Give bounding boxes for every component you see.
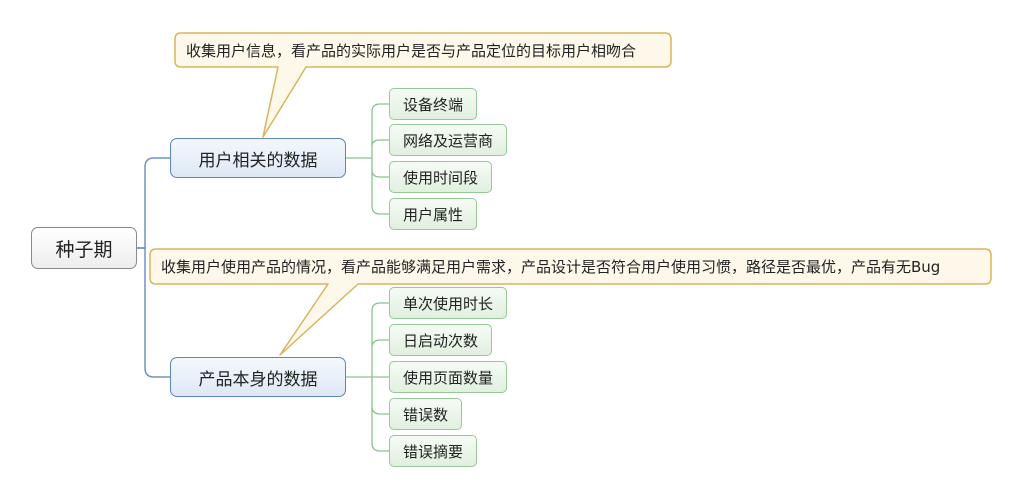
branch-node-product-data[interactable]: 产品本身的数据 (170, 357, 346, 397)
leaf-node-label: 单次使用时长 (403, 294, 494, 313)
leaf-node-label: 设备终端 (403, 95, 464, 114)
connector-root-branch-2 (137, 247, 170, 378)
callout-1-shape (174, 32, 672, 138)
leaf-node-page-count[interactable]: 使用页面数量 (389, 361, 508, 393)
callout-note-1: 收集用户信息，看产品的实际用户是否与产品定位的目标用户相吻合 (175, 32, 647, 68)
branch-node-label: 产品本身的数据 (198, 369, 318, 390)
callout-2-shape (149, 248, 992, 356)
connector-branch-1-leaves (346, 103, 389, 215)
leaf-node-label: 错误摘要 (403, 442, 464, 461)
root-node-label: 种子期 (55, 238, 113, 261)
leaf-node-device[interactable]: 设备终端 (389, 88, 478, 120)
callout-note-2-text: 收集用户使用产品的情况，看产品能够满足用户需求，产品设计是否符合用户使用习惯，路… (161, 257, 941, 276)
leaf-node-usage-time[interactable]: 使用时间段 (389, 161, 493, 193)
leaf-node-label: 用户属性 (403, 205, 464, 224)
leaf-node-label: 网络及运营商 (403, 131, 494, 150)
leaf-node-session-duration[interactable]: 单次使用时长 (389, 287, 508, 319)
leaf-node-user-attributes[interactable]: 用户属性 (389, 198, 478, 230)
leaf-node-error-summary[interactable]: 错误摘要 (389, 435, 478, 467)
callout-note-2: 收集用户使用产品的情况，看产品能够满足用户需求，产品设计是否符合用户使用习惯，路… (150, 248, 951, 284)
connector-branch-2-leaves (346, 302, 389, 452)
branch-node-user-data[interactable]: 用户相关的数据 (170, 138, 346, 178)
leaf-node-label: 错误数 (403, 405, 449, 424)
root-node[interactable]: 种子期 (31, 227, 137, 269)
connector-root-branch-1 (137, 157, 170, 249)
leaf-node-daily-launches[interactable]: 日启动次数 (389, 324, 493, 356)
leaf-node-label: 日启动次数 (403, 331, 479, 350)
leaf-node-label: 使用页面数量 (403, 368, 494, 387)
callout-note-1-text: 收集用户信息，看产品的实际用户是否与产品定位的目标用户相吻合 (186, 41, 637, 60)
leaf-node-label: 使用时间段 (403, 168, 479, 187)
branch-node-label: 用户相关的数据 (198, 150, 318, 171)
leaf-node-error-count[interactable]: 错误数 (389, 398, 463, 430)
leaf-node-network[interactable]: 网络及运营商 (389, 124, 508, 156)
